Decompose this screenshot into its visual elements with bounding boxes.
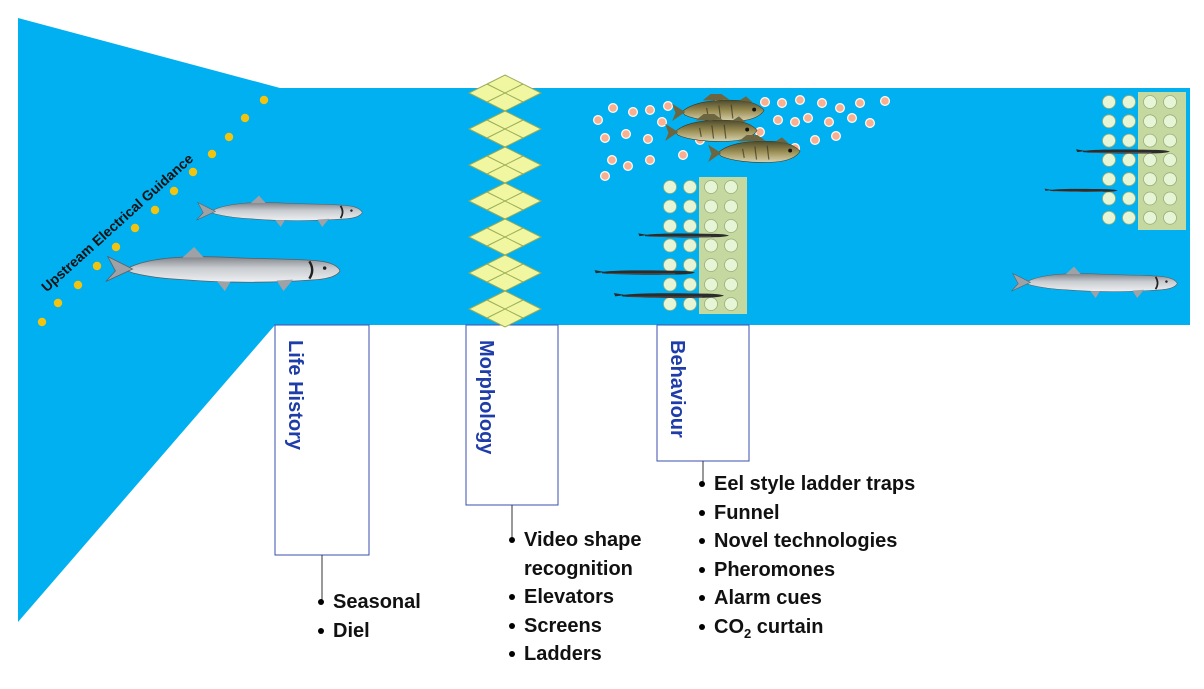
behaviour-list: Eel style ladder traps Funnel Novel tech… (699, 470, 915, 642)
list-item: Ladders (509, 640, 679, 669)
eel-ladder-trap-2 (1102, 92, 1186, 230)
electrode-dot (169, 186, 179, 196)
pheromone-dot (830, 131, 841, 142)
list-item: Video shape recognition (509, 526, 679, 583)
pheromone-dot (656, 116, 667, 127)
pheromone-dot (606, 155, 617, 166)
list-item: Funnel (699, 499, 915, 528)
eel-ladder-trap-1 (663, 177, 747, 314)
electrode-dot (207, 149, 217, 159)
morphology-label: Morphology (475, 340, 497, 455)
pheromone-dot (677, 150, 688, 161)
electrode-dot (111, 242, 121, 252)
life-history-list: Seasonal Diel (318, 588, 421, 645)
pheromone-dot (809, 135, 820, 146)
list-item: Elevators (509, 583, 679, 612)
electrode-dot (53, 298, 63, 308)
pheromone-dot (879, 95, 890, 106)
pheromone-dot (644, 155, 655, 166)
list-item: Pheromones (699, 556, 915, 585)
behaviour-label: Behaviour (666, 340, 688, 438)
pheromone-dot (642, 134, 653, 145)
list-item: Screens (509, 612, 679, 641)
pheromone-dot (816, 97, 827, 108)
pheromone-dot (802, 112, 813, 123)
electrode-dot (92, 261, 102, 271)
electrode-dot (130, 223, 140, 233)
electrode-dot (259, 95, 269, 105)
pheromone-dot (846, 112, 857, 123)
pheromone-dot (823, 116, 834, 127)
pheromone-dot (772, 114, 783, 125)
pheromone-dot (789, 116, 800, 127)
pheromone-dot (607, 102, 618, 113)
fish-screen-lattice (467, 74, 543, 328)
pheromone-dot (776, 97, 787, 108)
list-item: Alarm cues (699, 584, 915, 613)
list-item: Diel (318, 617, 421, 646)
pheromone-dot (599, 133, 610, 144)
pheromone-dot (592, 114, 603, 125)
electrode-dot (150, 205, 160, 215)
pheromone-dot (864, 117, 875, 128)
pheromone-dot (620, 129, 631, 140)
pheromone-dot (759, 96, 770, 107)
river-water (18, 18, 1190, 622)
pheromone-dot (854, 97, 865, 108)
list-item: CO2 curtain (699, 613, 915, 642)
electrode-dots (37, 95, 269, 327)
electrode-dot (73, 280, 83, 290)
pheromone-dot (599, 171, 610, 182)
morphology-list: Video shape recognition Elevators Screen… (509, 526, 679, 669)
electrode-dot (240, 113, 250, 123)
pheromone-dot (622, 161, 633, 172)
life-history-label: Life History (284, 340, 306, 451)
pheromone-dot (794, 94, 805, 105)
list-item: Novel technologies (699, 527, 915, 556)
electrode-dot (224, 132, 234, 142)
pheromone-dot (662, 100, 673, 111)
pheromone-dot (627, 106, 638, 117)
list-item: Eel style ladder traps (699, 470, 915, 499)
morphology-box (465, 324, 559, 506)
electrode-dot (37, 317, 47, 327)
list-item: Seasonal (318, 588, 421, 617)
electrode-dot (188, 167, 198, 177)
pheromone-dot (834, 102, 845, 113)
pheromone-dot (644, 104, 655, 115)
